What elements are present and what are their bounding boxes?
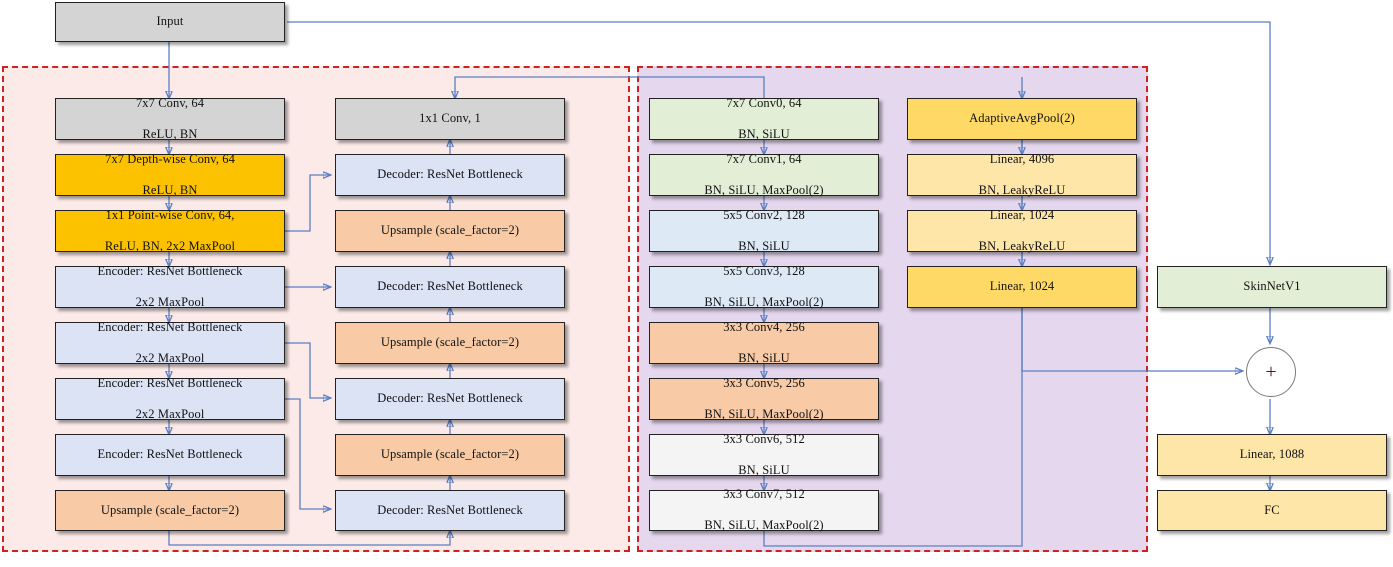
node-encoder-upsample[interactable]: Upsample (scale_factor=2)	[55, 490, 285, 531]
node-linear-1088[interactable]: Linear, 1088	[1157, 434, 1387, 476]
node-skinnetv1[interactable]: SkinNetV1	[1157, 266, 1387, 308]
merge-plus-junction[interactable]: +	[1246, 347, 1296, 397]
node-enc-pointwise-conv[interactable]: 1x1 Point-wise Conv, 64,ReLU, BN, 2x2 Ma…	[55, 208, 285, 253]
node-decoder-output-conv[interactable]: 1x1 Conv, 1	[335, 98, 565, 140]
node-decoder-upsample-3[interactable]: Upsample (scale_factor=2)	[335, 434, 565, 476]
node-decoder-bottleneck-4[interactable]: Decoder: ResNet Bottleneck	[335, 490, 565, 531]
node-adaptive-avgpool[interactable]: AdaptiveAvgPool(2)	[907, 98, 1137, 140]
node-decoder-upsample-2[interactable]: Upsample (scale_factor=2)	[335, 322, 565, 364]
node-input[interactable]: Input	[55, 2, 285, 42]
node-decoder-upsample-1[interactable]: Upsample (scale_factor=2)	[335, 210, 565, 252]
node-encoder-bottleneck-4[interactable]: Encoder: ResNet Bottleneck	[55, 434, 285, 476]
node-linear-1024-b[interactable]: Linear, 1024	[907, 266, 1137, 308]
node-decoder-bottleneck-2[interactable]: Decoder: ResNet Bottleneck	[335, 266, 565, 308]
node-decoder-bottleneck-1[interactable]: Decoder: ResNet Bottleneck	[335, 154, 565, 196]
node-fc[interactable]: FC	[1157, 490, 1387, 531]
node-decoder-bottleneck-3[interactable]: Decoder: ResNet Bottleneck	[335, 378, 565, 420]
